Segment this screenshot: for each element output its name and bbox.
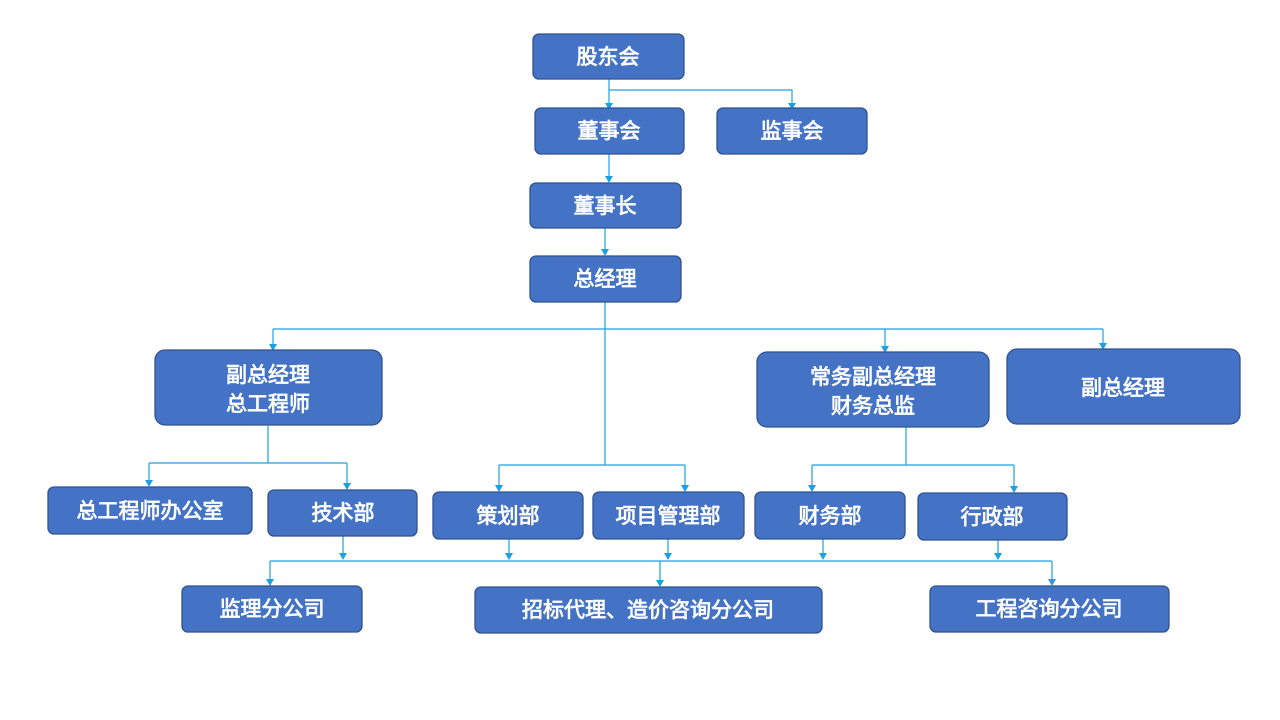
node-general-manager: 总经理	[529, 255, 682, 303]
connector-branch-bus	[269, 560, 1053, 581]
arrowhead	[266, 579, 274, 586]
node-label: 行政部	[960, 505, 1024, 529]
arrowhead	[656, 580, 664, 587]
arrowhead	[1099, 343, 1107, 350]
arrowhead	[681, 485, 689, 492]
node-label: 副总经理	[226, 363, 310, 387]
arrowhead	[145, 480, 153, 487]
node-label: 技术部	[312, 501, 375, 525]
arrowhead	[994, 553, 1002, 560]
connector-exec-vp	[811, 427, 1015, 487]
node-label: 监理分公司	[220, 597, 325, 621]
connector-gm	[272, 302, 1104, 465]
arrowhead	[819, 553, 827, 560]
arrowhead	[1010, 486, 1018, 493]
node-label: 项目管理部	[616, 504, 721, 528]
connector-vp-chief-engineer	[148, 426, 348, 484]
node-admin-dept: 行政部	[917, 492, 1068, 541]
arrowhead	[269, 344, 277, 351]
node-vp: 副总经理	[1006, 348, 1241, 425]
arrowhead	[505, 553, 513, 560]
node-finance-dept: 财务部	[754, 491, 906, 540]
node-label: 总经理	[574, 267, 637, 291]
connector-gm-departments	[498, 464, 686, 486]
node-label: 招标代理、造价咨询分公司	[522, 598, 774, 622]
node-label: 常务副总经理	[810, 365, 936, 389]
node-label: 总工程师办公室	[77, 499, 224, 523]
node-executive-vp: 常务副总经理 财务总监	[756, 351, 990, 428]
node-project-mgmt-dept: 项目管理部	[592, 491, 745, 540]
connector-departments	[342, 536, 999, 553]
node-label: 财务部	[799, 504, 862, 528]
node-board: 董事会	[534, 107, 685, 155]
node-label: 策划部	[477, 504, 540, 528]
node-planning-dept: 策划部	[432, 491, 584, 540]
arrowhead	[339, 553, 347, 560]
node-label: 工程咨询分公司	[976, 597, 1123, 621]
node-label: 股东会	[577, 45, 640, 69]
node-consulting-branch: 工程咨询分公司	[929, 585, 1170, 633]
node-chief-engineer-office: 总工程师办公室	[47, 486, 253, 535]
node-bidding-branch: 招标代理、造价咨询分公司	[474, 586, 823, 634]
arrowhead	[343, 483, 351, 490]
arrowhead	[881, 346, 889, 353]
node-label: 董事会	[578, 119, 641, 143]
arrowhead	[605, 176, 613, 183]
node-chairman: 董事长	[529, 182, 682, 229]
node-supervision-branch: 监理分公司	[181, 585, 363, 633]
node-label: 董事长	[574, 194, 638, 218]
arrowhead	[605, 103, 613, 110]
node-label: 总工程师	[226, 392, 310, 416]
node-label: 财务总监	[831, 394, 915, 418]
connector-shareholders	[608, 79, 793, 104]
arrowhead	[808, 485, 816, 492]
arrowhead	[664, 553, 672, 560]
node-tech-dept: 技术部	[267, 489, 418, 537]
arrowhead	[788, 103, 796, 110]
connectors	[145, 79, 1107, 587]
arrowhead	[495, 485, 503, 492]
node-label: 监事会	[761, 119, 824, 143]
arrowhead	[1048, 579, 1056, 586]
node-shareholders: 股东会	[532, 33, 685, 80]
arrowhead	[601, 249, 609, 256]
node-vp-chief-engineer: 副总经理 总工程师	[154, 349, 383, 426]
node-supervisors: 监事会	[716, 107, 868, 155]
node-label: 副总经理	[1081, 376, 1165, 400]
